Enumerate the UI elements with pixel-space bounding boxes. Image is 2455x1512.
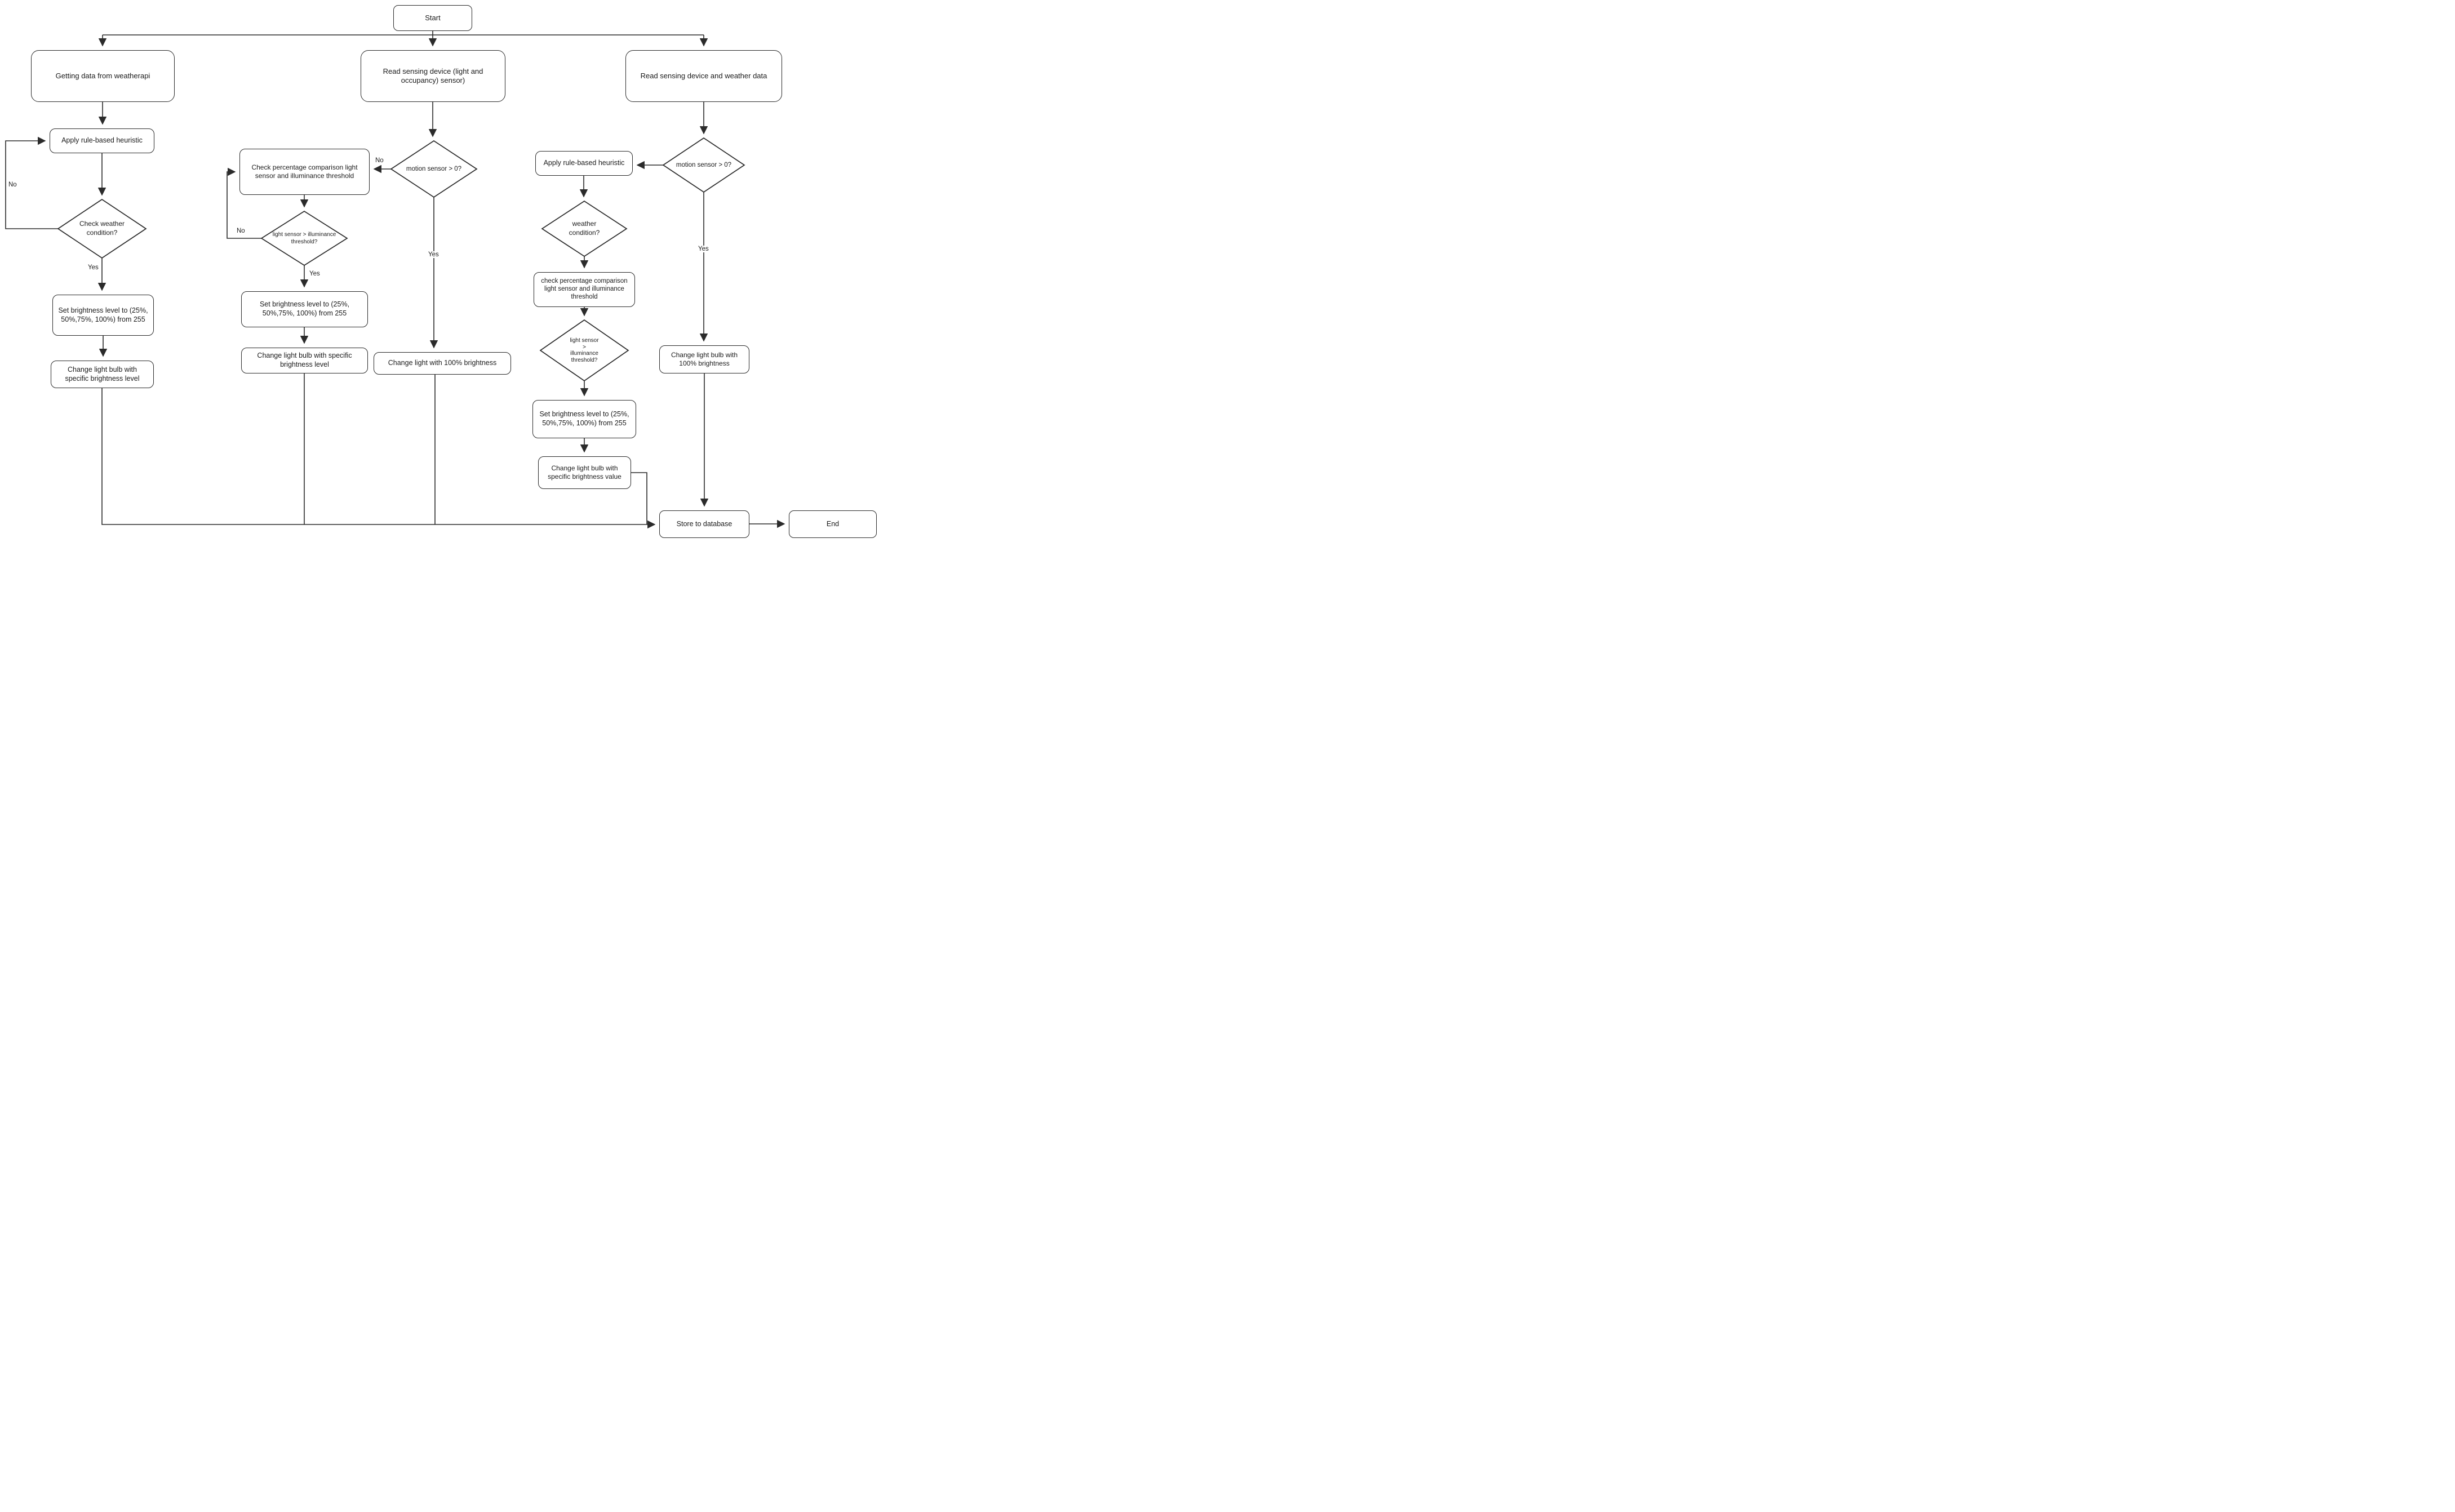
weather-condition-decision-shape — [541, 200, 628, 257]
edge-label-mid-motion-yes: Yes — [427, 251, 441, 258]
motion-sensor-mid-decision-shape — [390, 140, 478, 198]
edge-label-mid-light-yes: Yes — [309, 270, 320, 277]
edge-label-mid-motion-no: No — [375, 157, 384, 164]
set-brightness-mid-process: Set brightness level to (25%, 50%,75%, 1… — [241, 291, 368, 327]
check-percentage-mid-process: Check percentage comparison light sensor… — [239, 149, 370, 195]
set-brightness-left-process: Set brightness level to (25%, 50%,75%, 1… — [52, 295, 154, 336]
set-brightness-right-process: Set brightness level to (25%, 50%,75%, 1… — [532, 400, 636, 438]
edge-label-left-yes: Yes — [88, 264, 99, 271]
read-sensing-light-occupancy-process: Read sensing device (light and occupancy… — [361, 50, 505, 102]
connector-left-no-loop — [5, 136, 58, 229]
edge-label-left-no: No — [8, 181, 17, 188]
change-bulb-100-right-process: Change light bulb with 100% brightness — [659, 345, 749, 373]
edge-label-mid-light-no: No — [237, 228, 245, 234]
change-bulb-level-left-process: Change light bulb with specific brightne… — [51, 361, 154, 388]
getting-weather-process: Getting data from weatherapi — [31, 50, 175, 102]
start-node: Start — [393, 5, 472, 31]
edge-label-right-motion-yes: Yes — [696, 246, 711, 252]
light-sensor-mid-decision-shape — [260, 210, 348, 266]
store-database-process: Store to database — [659, 510, 749, 538]
change-light-100-mid-process: Change light with 100% brightness — [374, 352, 511, 375]
apply-heuristic-left-process: Apply rule-based heuristic — [50, 128, 154, 153]
connector-left-to-store — [101, 388, 656, 529]
check-weather-decision-shape — [57, 198, 147, 259]
change-bulb-level-mid-process: Change light bulb with specific brightne… — [241, 348, 368, 373]
light-sensor-right-decision-shape — [539, 319, 629, 382]
apply-heuristic-right-process: Apply rule-based heuristic — [535, 151, 633, 176]
change-bulb-value-right-process: Change light bulb with specific brightne… — [538, 456, 631, 489]
read-sensing-weather-process: Read sensing device and weather data — [625, 50, 782, 102]
connector-right-value-to-store — [631, 472, 647, 524]
connector-layer — [5, 31, 785, 529]
end-node: End — [789, 510, 877, 538]
connector-mid-light-no-loop — [227, 167, 261, 239]
check-percentage-right-process: check percentage comparison light sensor… — [534, 272, 635, 307]
motion-sensor-right-decision-shape — [662, 137, 745, 193]
flowchart-canvas: Start Getting data from weatherapi Read … — [0, 0, 884, 544]
